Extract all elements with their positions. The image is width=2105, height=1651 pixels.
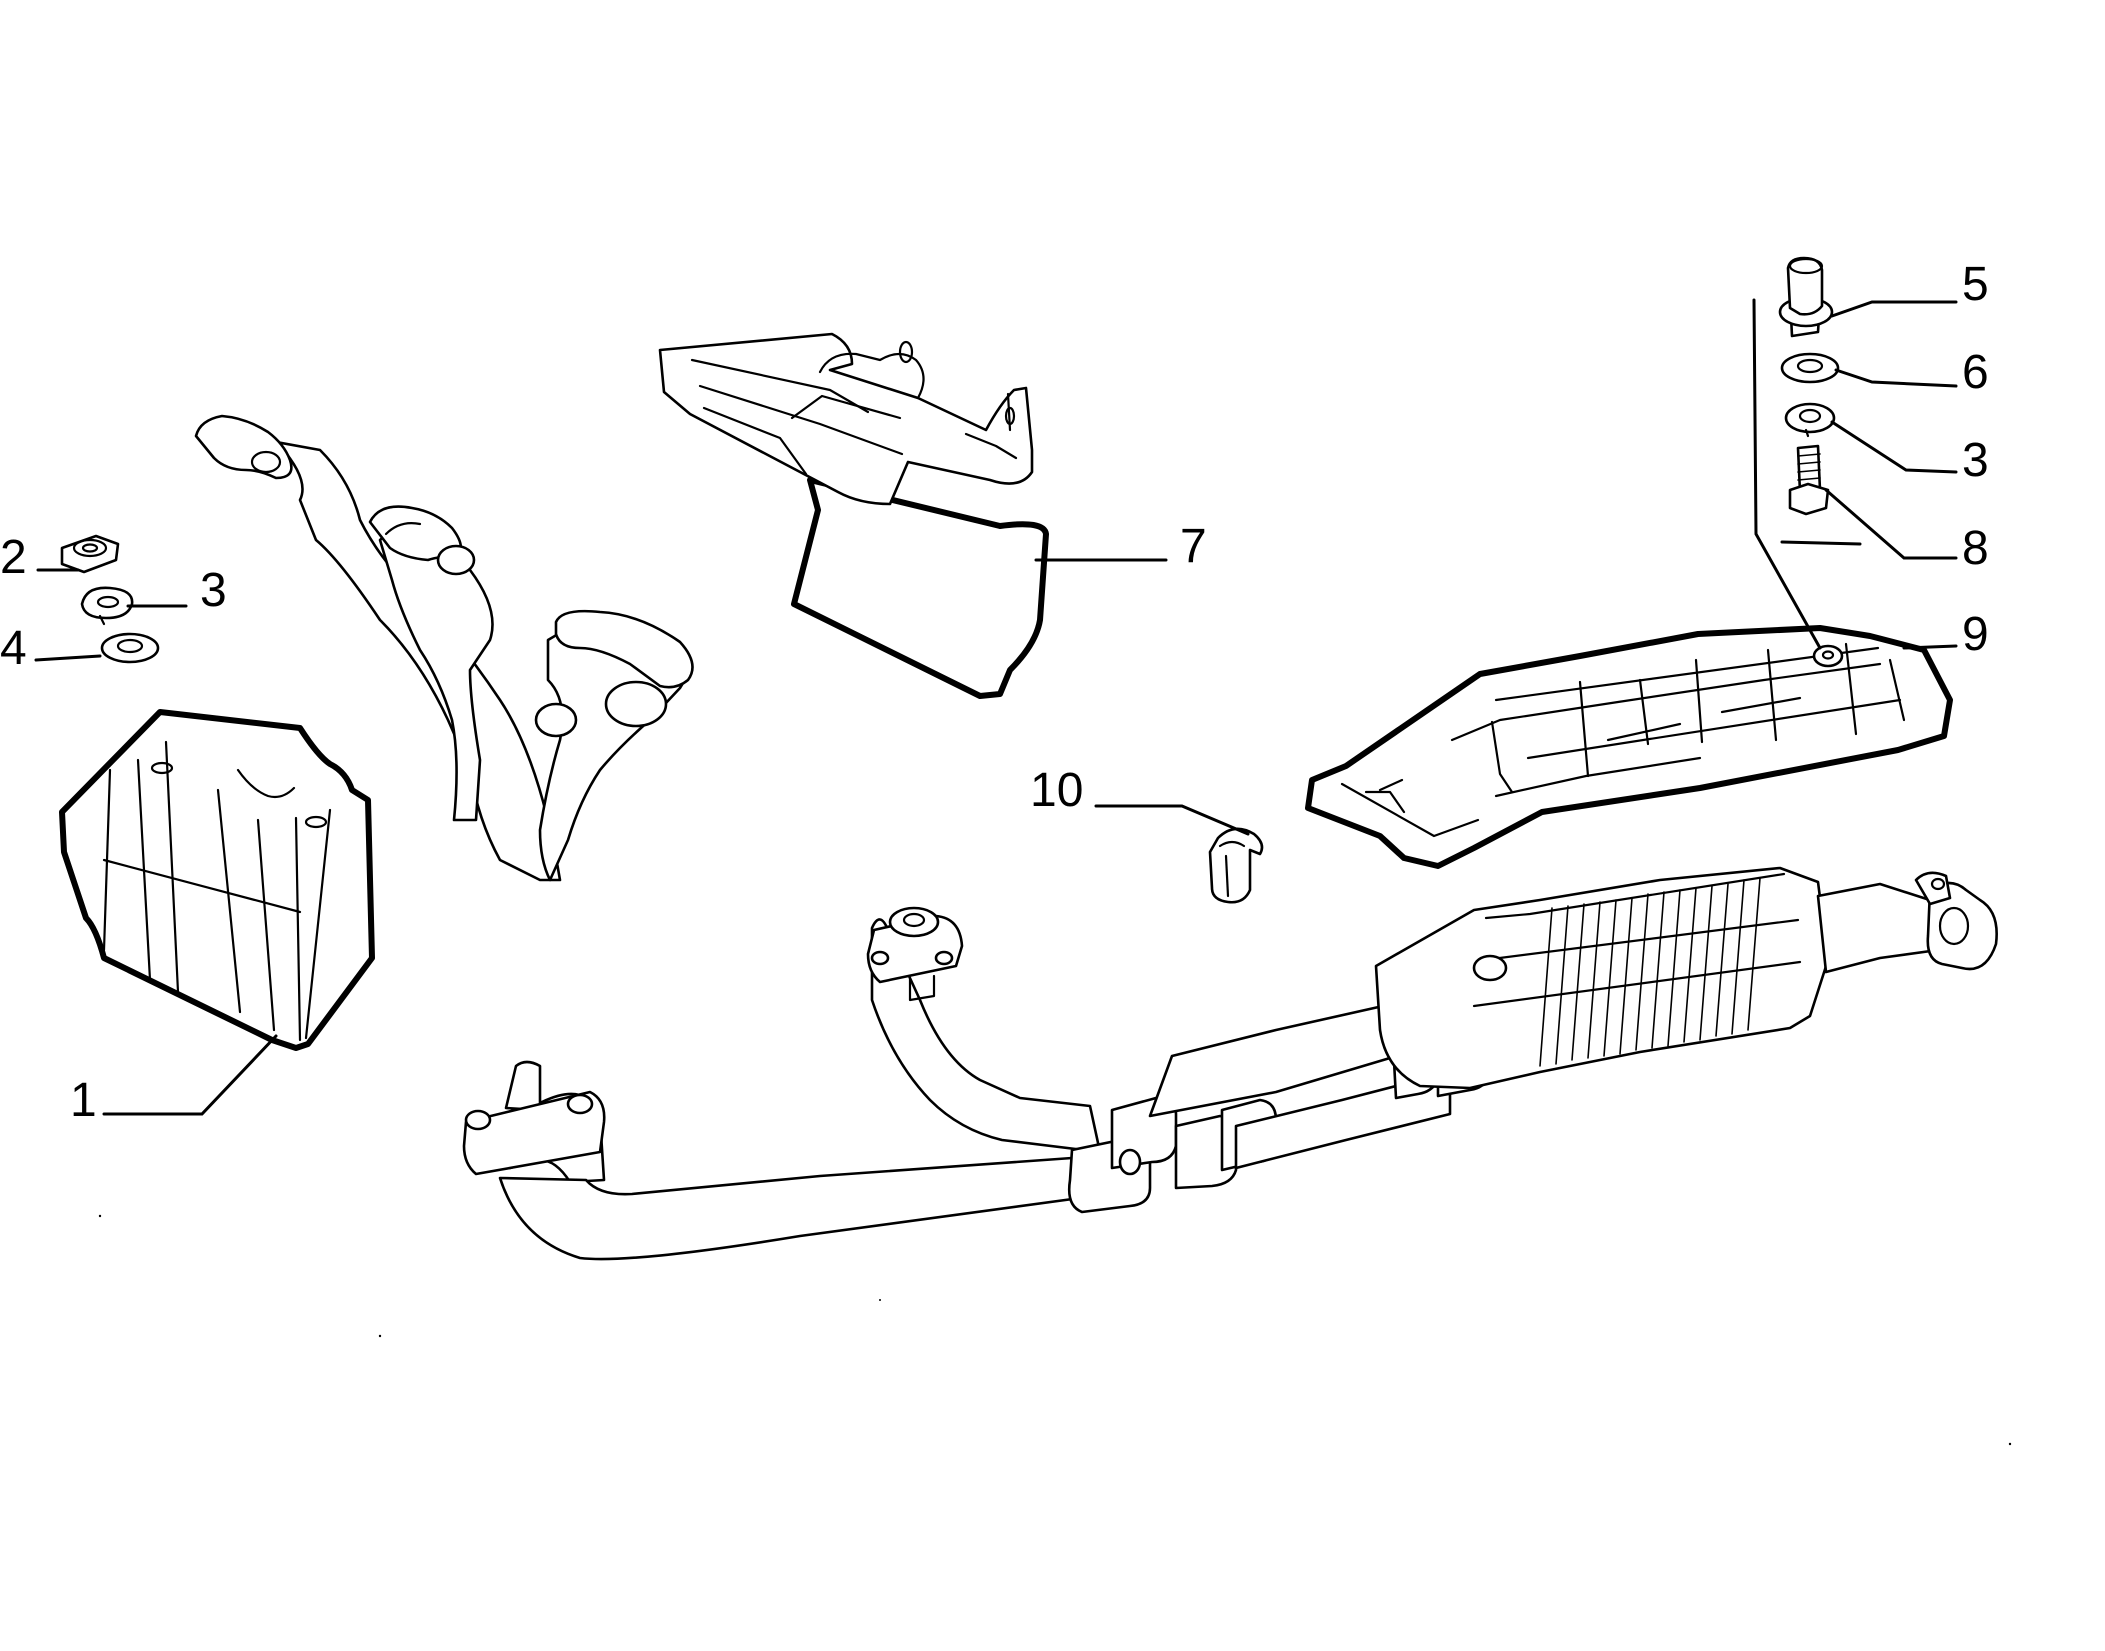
manifold-heat-shield	[59, 709, 375, 1051]
exhaust-manifold	[194, 414, 694, 1184]
callout-5: 5	[1962, 258, 1989, 311]
spring-washer-part-3-left	[80, 586, 134, 626]
callout-6: 6	[1962, 346, 1989, 399]
callout-1: 1	[70, 1074, 97, 1127]
callout-7: 7	[1180, 520, 1207, 573]
callout-3-right: 3	[1962, 434, 1989, 487]
converter-heat-shield-part-9	[1305, 625, 1953, 869]
callout-2: 2	[0, 531, 27, 584]
bolt-part-8	[1788, 444, 1830, 516]
flat-washer-part-4	[100, 632, 160, 664]
converter-ribs	[1539, 877, 1761, 1067]
nut-part-2	[60, 534, 120, 574]
heat-shield-part-7	[658, 332, 1049, 699]
washer-part-6	[1780, 352, 1840, 384]
front-exhaust-pipe	[498, 906, 1492, 1261]
callout-10: 10	[1030, 764, 1083, 817]
callout-9: 9	[1962, 608, 1989, 661]
spring-washer-part-3-right	[1784, 402, 1836, 438]
clip-part-10	[1208, 827, 1264, 904]
rubber-mount-part-5	[1778, 256, 1834, 338]
callout-8: 8	[1962, 522, 1989, 575]
callout-3-left: 3	[200, 564, 227, 617]
leader-lines	[34, 298, 1958, 1116]
scan-specks	[98, 1214, 2012, 1446]
callout-labels: 1 2 3 4 5 6 3 8 9 7 10	[0, 258, 1989, 1127]
callout-4: 4	[0, 622, 27, 675]
catalytic-converter	[1374, 866, 1998, 1090]
